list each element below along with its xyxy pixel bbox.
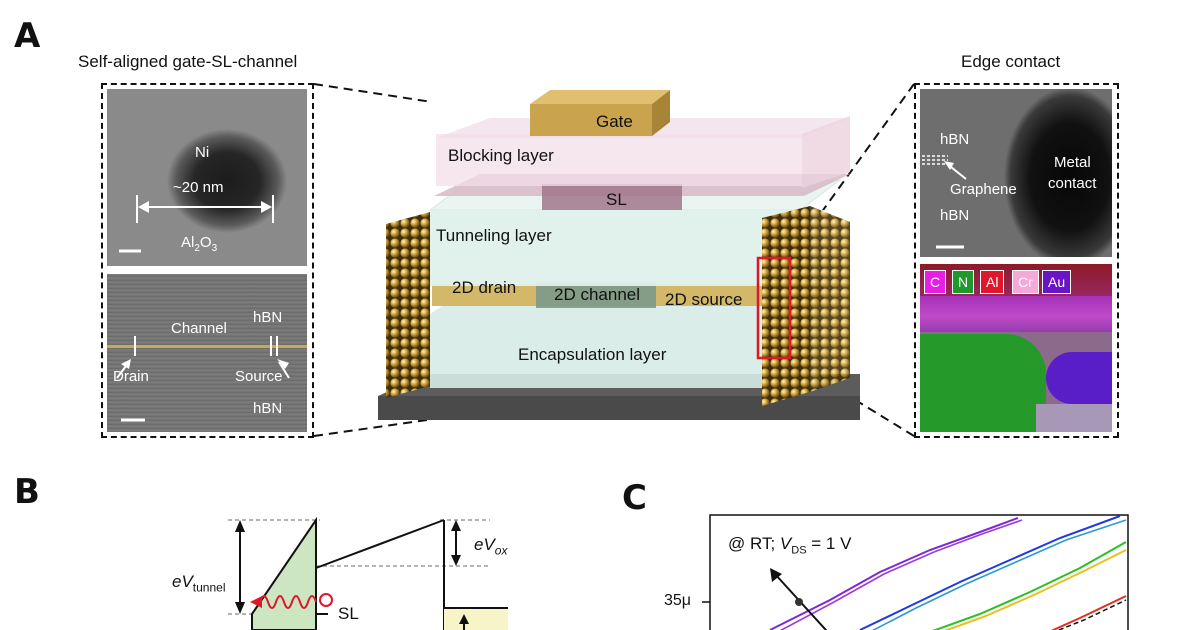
curve-green <box>930 542 1126 630</box>
encapsulation-layer <box>430 294 820 388</box>
source-label: 2D source <box>665 290 742 310</box>
curve-red <box>1040 596 1126 630</box>
panel-b-letter: B <box>14 472 40 512</box>
panel-c-letter: C <box>622 478 647 518</box>
e-tunnel-label: eVtunnel <box>172 572 226 594</box>
gate <box>530 90 670 104</box>
gate-band <box>444 608 508 630</box>
gate-label: Gate <box>596 112 633 132</box>
sl-label: SL <box>606 190 627 210</box>
tunneling-layer-label: Tunneling layer <box>436 226 552 246</box>
tunnel-barrier <box>252 520 316 630</box>
channel-label: 2D channel <box>554 285 640 305</box>
electron-icon <box>320 594 332 606</box>
device-illustration <box>370 88 870 448</box>
transfer-curves-plot <box>660 510 1140 630</box>
curve-yellow <box>936 550 1126 630</box>
e-ox-label: eVox <box>474 535 507 557</box>
encapsulation-layer-label: Encapsulation layer <box>518 345 666 365</box>
drain-contact <box>386 212 430 398</box>
source-contact <box>762 206 810 406</box>
band-sl-label: SL <box>338 604 359 624</box>
blocking-layer-label: Blocking layer <box>448 146 554 166</box>
drain-label: 2D drain <box>452 278 516 298</box>
y-tick-label: 35μ <box>664 592 691 610</box>
condition-label: @ RT; VDS = 1 V <box>728 534 851 556</box>
